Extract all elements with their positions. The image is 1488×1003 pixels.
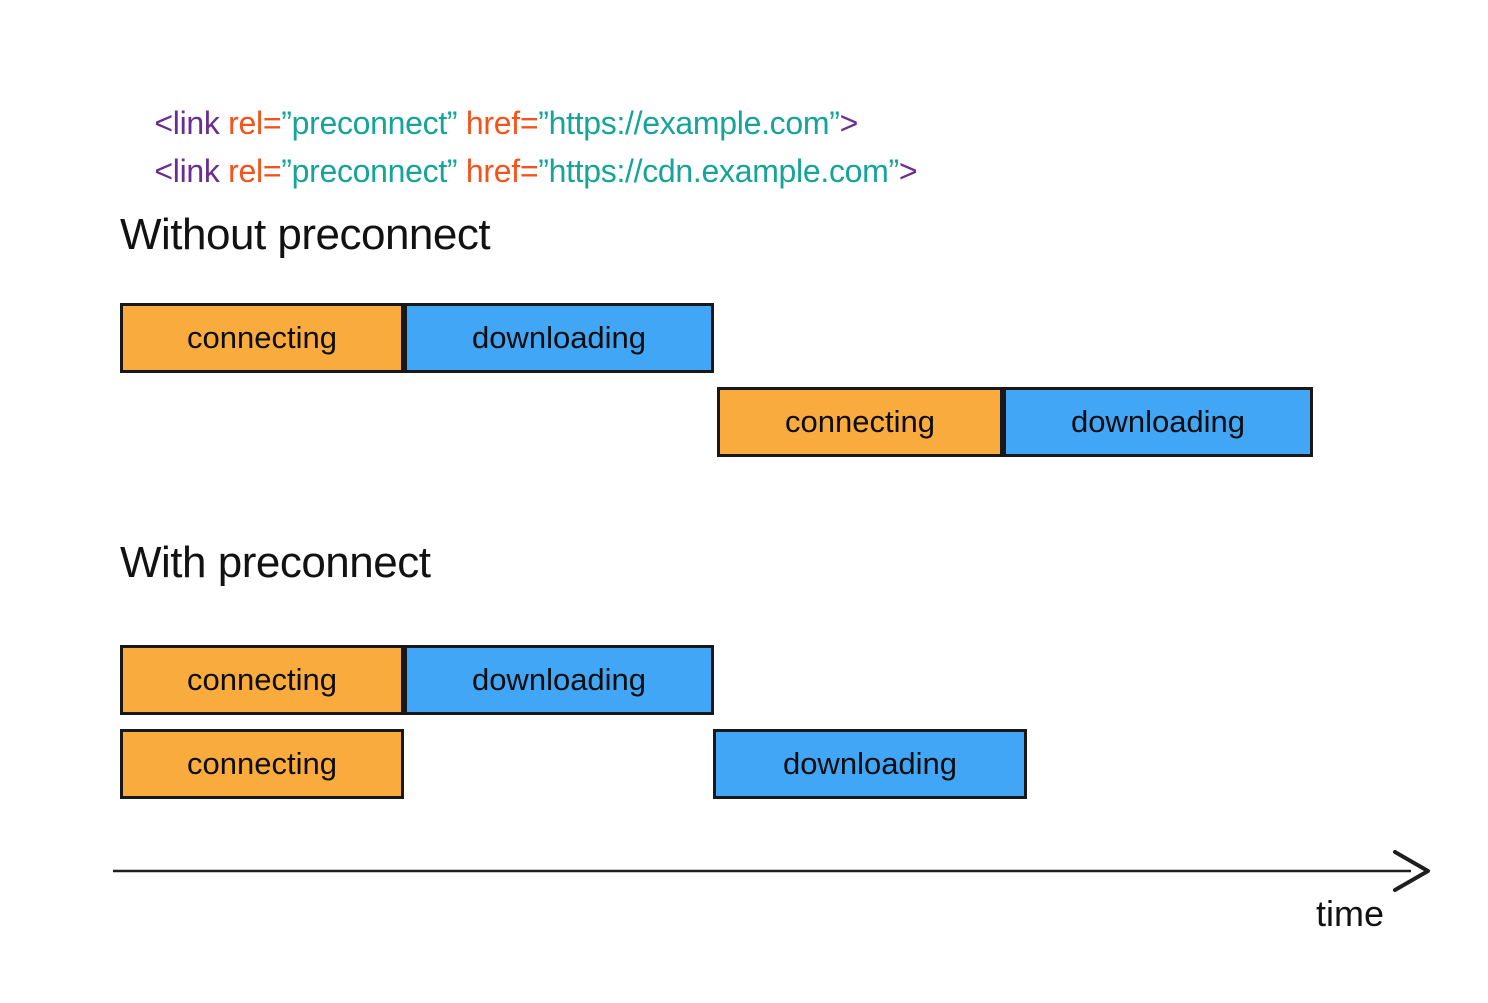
code-token-url-value: ”https://cdn.example.com”: [538, 153, 899, 189]
section-title-with-preconnect: With preconnect: [120, 538, 431, 587]
with-preconnect-request2-downloading-bar: downloading: [713, 729, 1027, 799]
code-token-preconnect-value: ”preconnect”: [281, 105, 458, 141]
code-token-link-open: <link: [154, 153, 220, 189]
arrowhead-icon: [1393, 850, 1430, 892]
without-preconnect-request1-downloading-bar: downloading: [404, 303, 714, 373]
code-line-1: <link rel=”preconnect” href=”https://exa…: [120, 68, 858, 179]
code-token-href-attr: href=: [457, 153, 539, 189]
code-token-url-value: ”https://example.com”: [538, 105, 840, 141]
code-line-2: <link rel=”preconnect” href=”https://cdn…: [120, 116, 917, 227]
code-token-rel-attr: rel=: [219, 153, 282, 189]
with-preconnect-request2-connecting-bar: connecting: [120, 729, 404, 799]
code-token-tag-close: >: [898, 153, 918, 189]
without-preconnect-request2-downloading-bar: downloading: [1003, 387, 1313, 457]
without-preconnect-request2-connecting-bar: connecting: [717, 387, 1003, 457]
code-token-tag-close: >: [839, 105, 859, 141]
code-token-preconnect-value: ”preconnect”: [281, 153, 458, 189]
section-title-without-preconnect: Without preconnect: [120, 210, 491, 259]
with-preconnect-request1-downloading-bar: downloading: [404, 645, 714, 715]
time-axis-label: time: [1316, 893, 1385, 934]
with-preconnect-request1-connecting-bar: connecting: [120, 645, 404, 715]
code-token-rel-attr: rel=: [219, 105, 282, 141]
code-token-link-open: <link: [154, 105, 220, 141]
time-axis-arrow: [113, 850, 1430, 892]
code-token-href-attr: href=: [457, 105, 539, 141]
without-preconnect-request1-connecting-bar: connecting: [120, 303, 404, 373]
